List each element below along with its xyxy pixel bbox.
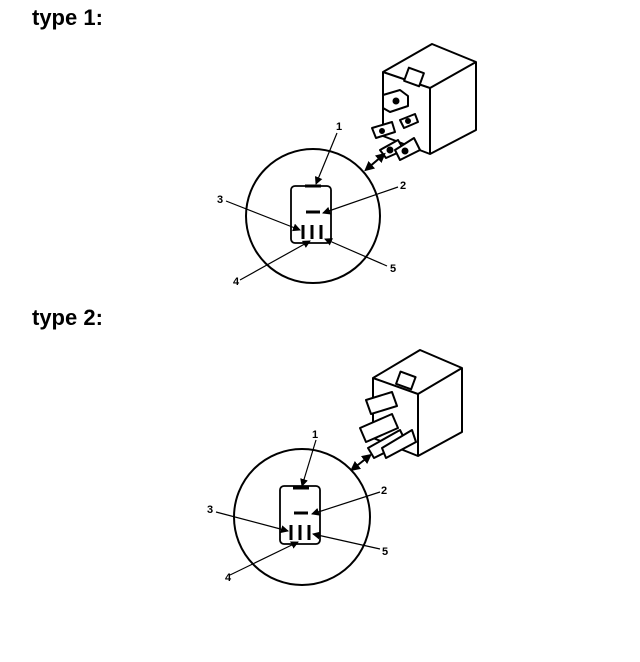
- type-2-relay: [359, 349, 463, 459]
- type-2-callout-1: 1: [312, 429, 318, 441]
- type-1-diagram: 1 2 3 4 5: [217, 43, 477, 288]
- type-1-callout-3: 3: [217, 194, 223, 206]
- type-2-diagram: 1 2 3 4 5: [207, 349, 463, 586]
- type-1-callout-2: 2: [400, 180, 406, 192]
- type-2-callout-4: 4: [225, 572, 232, 584]
- type-2-callout-3: 3: [207, 504, 213, 516]
- type-1-heading: type 1:: [32, 5, 103, 30]
- type-1-relay: [371, 43, 477, 161]
- type-1-callout-4: 4: [233, 276, 240, 288]
- type-1-callout-1: 1: [336, 121, 342, 133]
- type-2-heading: type 2:: [32, 305, 103, 330]
- type-2-callout-2: 2: [381, 485, 387, 497]
- type-2-callout-5: 5: [382, 546, 388, 558]
- type-1-callout-5: 5: [390, 263, 396, 275]
